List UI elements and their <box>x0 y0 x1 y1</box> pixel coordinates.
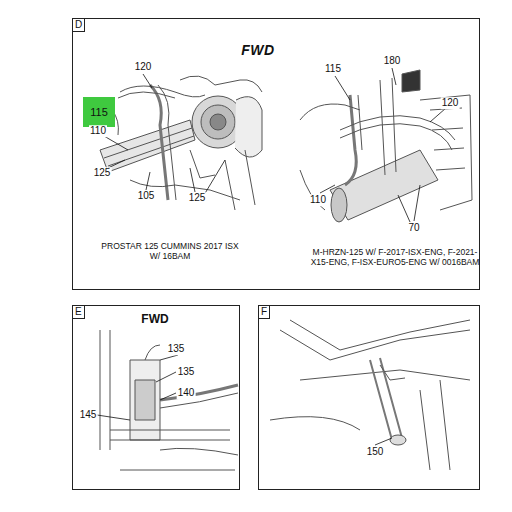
highlight-callout: 115 <box>83 97 115 127</box>
direction-mark: FWD <box>240 42 275 58</box>
callout-number: 105 <box>137 190 156 202</box>
view-panel: E <box>72 305 240 490</box>
callout-number: 125 <box>93 167 112 179</box>
callout-number: 140 <box>177 387 196 399</box>
callout-number: 110 <box>309 194 327 206</box>
callout-number: 110 <box>89 125 107 137</box>
callout-number: 115 <box>324 63 342 75</box>
callout-number: 180 <box>383 55 402 67</box>
view-panel: F <box>258 305 480 490</box>
view-caption: M-HRZN-125 W/ F-2017-ISX-ENG, F-2021-X15… <box>309 248 481 268</box>
callout-number: 115 <box>90 106 108 118</box>
view-caption: PROSTAR 125 CUMMINS 2017 ISX W/ 16BAM <box>94 242 246 262</box>
panel-letter: E <box>73 306 85 319</box>
panel-letter: F <box>259 306 270 319</box>
callout-number: 120 <box>441 97 460 109</box>
callout-number: 125 <box>188 192 207 204</box>
callout-number: 145 <box>79 409 98 421</box>
direction-mark: FWD <box>140 313 169 327</box>
callout-number: 135 <box>177 366 196 378</box>
panel-letter: D <box>73 19 85 32</box>
callout-number: 70 <box>407 222 420 234</box>
callout-number: 135 <box>167 343 186 355</box>
callout-number: 120 <box>134 61 153 73</box>
callout-number: 150 <box>366 446 385 458</box>
